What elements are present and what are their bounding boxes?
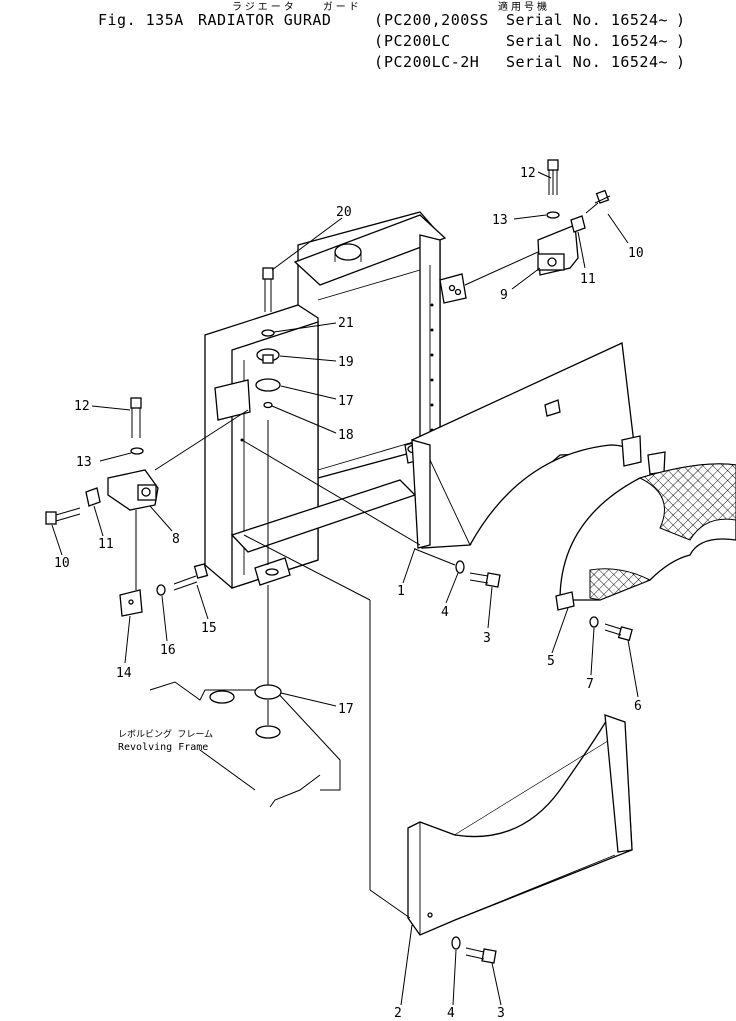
- figure-number: Fig. 135A: [98, 11, 184, 29]
- figure-title: RADIATOR GURAD: [198, 11, 332, 29]
- model-name-2: PC200LC: [384, 32, 451, 50]
- model-name-3: PC200LC-2H: [384, 53, 480, 71]
- callout-5: 5: [547, 654, 555, 669]
- callout-12-top: 12: [520, 166, 536, 181]
- callout-11-top: 11: [580, 272, 596, 287]
- title-kana: ラジエータ ガード: [232, 2, 362, 13]
- callout-13-top: 13: [492, 213, 508, 228]
- upper-guard: [411, 342, 666, 549]
- callout-19: 19: [338, 355, 354, 370]
- model-paren-open-2: (: [374, 32, 384, 50]
- model-serial-2: Serial No. 16524~: [506, 32, 669, 50]
- model-paren-close-1: ): [676, 11, 686, 29]
- mount-stack: [254, 267, 282, 700]
- callout-14: 14: [116, 666, 132, 681]
- lower-bracket: [119, 563, 209, 617]
- callout-18: 18: [338, 428, 354, 443]
- model-paren-open-1: (: [374, 11, 384, 29]
- callout-9: 9: [500, 288, 508, 303]
- model-paren-close-2: ): [676, 32, 686, 50]
- frame-label-jp: レボルビング フレーム: [118, 728, 213, 740]
- callout-1: 1: [397, 584, 405, 599]
- callout-2: 2: [394, 1006, 402, 1021]
- model-paren-open-3: (: [374, 53, 384, 71]
- callout-4-upper: 4: [441, 605, 449, 620]
- callout-7: 7: [586, 677, 594, 692]
- callout-13-left: 13: [76, 455, 92, 470]
- callout-12-left: 12: [74, 399, 90, 414]
- models-kana: 適用号機: [498, 2, 550, 13]
- frame-label-en: Revolving Frame: [118, 742, 208, 753]
- callout-17-bottom: 17: [338, 702, 354, 717]
- model-name-1: PC200,200SS: [384, 11, 489, 29]
- callout-3-upper: 3: [483, 631, 491, 646]
- callout-4-lower: 4: [447, 1006, 455, 1021]
- guard-hardware: [451, 560, 633, 964]
- callout-8: 8: [172, 532, 180, 547]
- callout-21: 21: [338, 316, 354, 331]
- callout-15: 15: [201, 621, 217, 636]
- callout-16: 16: [160, 643, 176, 658]
- model-serial-1: Serial No. 16524~: [506, 11, 669, 29]
- callout-10-top: 10: [628, 246, 644, 261]
- assembly-lines: [154, 251, 539, 919]
- callout-17-top: 17: [338, 394, 354, 409]
- callout-numbers: 12 13 10 11 9 20 21 19 17 18 12 13 8 10 …: [54, 166, 644, 1021]
- side-bracket: [45, 397, 159, 590]
- revolving-frame: [149, 681, 341, 808]
- mesh-guard: [555, 463, 736, 611]
- model-paren-close-3: ): [676, 53, 686, 71]
- callout-11-left: 11: [98, 537, 114, 552]
- leader-lines: [51, 171, 639, 1006]
- callout-20: 20: [336, 205, 352, 220]
- callout-6: 6: [634, 699, 642, 714]
- lower-guard: [407, 714, 633, 936]
- callout-3-lower: 3: [497, 1006, 505, 1021]
- top-bracket: [537, 159, 611, 276]
- radiator-assembly: [204, 211, 467, 589]
- callout-10-left: 10: [54, 556, 70, 571]
- model-serial-3: Serial No. 16524~: [506, 53, 669, 71]
